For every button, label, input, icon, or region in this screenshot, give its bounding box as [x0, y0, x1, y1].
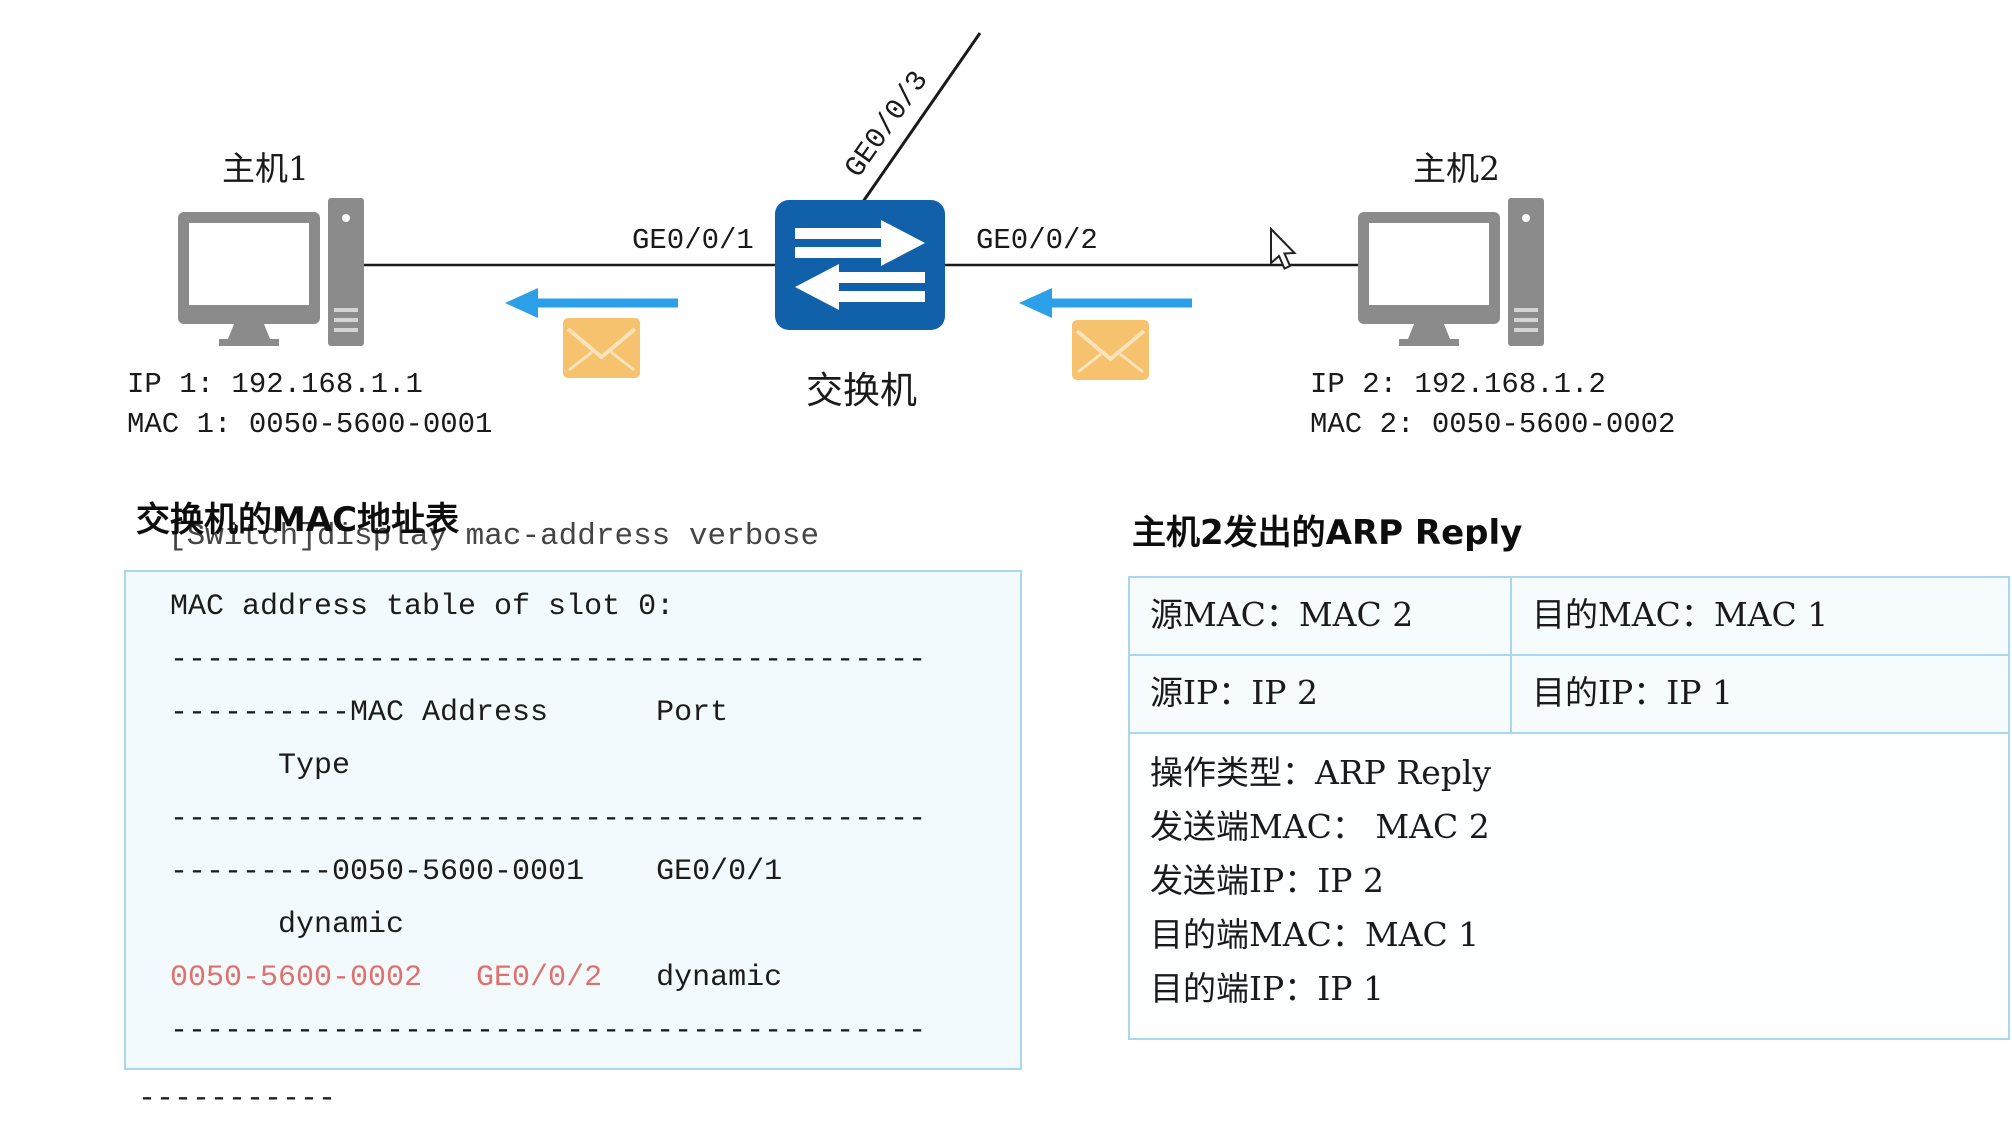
port-label-ge0-0-2: GE0/0/2 — [976, 224, 1098, 257]
host2-label: 主机2 — [1413, 149, 1500, 188]
trailing-dashes: ----------- — [138, 1082, 337, 1116]
host2-ip: IP 2: 192.168.1.2 — [1310, 368, 1606, 401]
mac-entry-text: ---------0050-5600-0001 GE0/0/1 — [170, 855, 783, 889]
host1-ip: IP 1: 192.168.1.1 — [127, 368, 423, 401]
mac-table-box: MAC address table of slot 0: ------------… — [124, 570, 1022, 1070]
mac-table-lines: MAC address table of slot 0: ------------… — [170, 581, 1020, 1058]
host2-mac: MAC 2: 0050-5600-0002 — [1310, 408, 1676, 441]
mac-entry-text: Type — [170, 749, 351, 783]
arp-reply-title: 主机2发出的ARP Reply — [1132, 513, 1523, 553]
arp-detail-line: 发送端MAC： MAC 2 — [1150, 807, 1490, 846]
envelope-icon-left — [563, 318, 640, 378]
mac-table-title: 交换机的MAC地址表 — [136, 500, 460, 540]
arp-reply-table: 源MAC：MAC 2 目的MAC：MAC 1 源IP：IP 2 目的IP：IP … — [1128, 576, 2010, 1040]
port-label-ge0-0-1: GE0/0/1 — [632, 224, 754, 257]
switch-icon — [775, 200, 945, 330]
mac-entry-text: dynamic — [170, 908, 405, 942]
uplink-line — [849, 32, 982, 220]
mac-table-line: Type — [170, 740, 1020, 793]
frame-arrow-to-host1 — [505, 288, 678, 318]
mac-table-line: ---------0050-5600-0001 GE0/0/1 — [170, 846, 1020, 899]
arp-detail-line: 目的端MAC：MAC 1 — [1150, 915, 1480, 954]
host1-label: 主机1 — [222, 149, 309, 188]
mac-entry-text: ----------------------------------------… — [170, 1014, 927, 1048]
host1-icon — [178, 198, 364, 346]
mac-entry-text: ----------------------------------------… — [170, 802, 927, 836]
mac-table-line: ----------------------------------------… — [170, 1005, 1020, 1058]
cli-command: [Switch]display mac-address verbose — [168, 519, 820, 554]
arp-src-mac-cell: 源MAC：MAC 2 — [1150, 595, 1414, 634]
switch-label: 交换机 — [806, 369, 917, 412]
arp-detail-line: 目的端IP：IP 1 — [1150, 969, 1384, 1008]
arp-dst-ip-cell: 目的IP：IP 1 — [1510, 656, 2008, 732]
arp-row-mac: 源MAC：MAC 2 目的MAC：MAC 1 — [1130, 578, 2008, 654]
mac-entry-text: MAC address table of slot 0: — [170, 590, 675, 624]
mac-table-line: MAC address table of slot 0: — [170, 581, 1020, 634]
mac-entry-text: ----------MAC Address Port — [170, 696, 729, 730]
arp-details-cell: 操作类型：ARP Reply 发送端MAC： MAC 2 发送端IP：IP 2 目的端… — [1130, 732, 2008, 1038]
mac-table-line: 0050-5600-0002 GE0/0/2 dynamic — [170, 952, 1020, 1005]
mac-table-line: ----------------------------------------… — [170, 634, 1020, 687]
mac-table-line: ----------MAC Address Port — [170, 687, 1020, 740]
mouse-cursor-icon — [1270, 226, 1297, 270]
envelope-icon-right — [1072, 320, 1149, 380]
mac-entry-text: ----------------------------------------… — [170, 643, 927, 677]
arp-detail-line: 发送端IP：IP 2 — [1150, 861, 1384, 900]
arp-src-ip-cell: 源IP：IP 2 — [1150, 673, 1318, 712]
mac-entry-text: dynamic — [602, 961, 783, 995]
arp-detail-line: 操作类型：ARP Reply — [1150, 753, 1492, 792]
host1-mac: MAC 1: 0050-5600-0001 — [127, 408, 493, 441]
mac-table-line: ----------------------------------------… — [170, 793, 1020, 846]
arp-dst-mac-cell: 目的MAC：MAC 1 — [1510, 578, 2008, 654]
frame-arrow-to-switch — [1019, 288, 1192, 318]
host2-icon — [1358, 198, 1544, 346]
arp-row-ip: 源IP：IP 2 目的IP：IP 1 — [1130, 654, 2008, 732]
mac-entry-highlighted: 0050-5600-0002 GE0/0/2 — [170, 961, 603, 995]
mac-table-line: dynamic — [170, 899, 1020, 952]
